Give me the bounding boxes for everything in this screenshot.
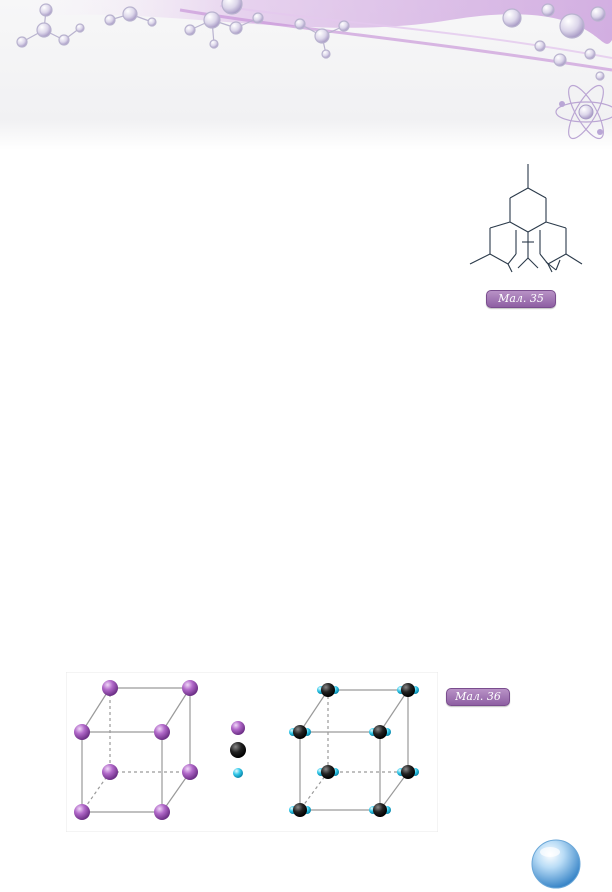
left-cube-edges <box>81 687 191 813</box>
page-header-decoration <box>0 0 612 150</box>
left-cube-atoms <box>74 680 198 820</box>
page-number-orb <box>531 839 581 889</box>
molecule-decoration-graphic <box>0 0 612 140</box>
right-cube-edges <box>299 689 409 811</box>
figure-35-carbon-lattice-diagram <box>469 164 583 273</box>
right-cube-molecules <box>289 683 419 817</box>
figure-36-crystal-lattice-diagram <box>66 672 438 832</box>
figure-36-caption-badge: Мал. 36 <box>446 688 510 706</box>
figure-35-caption-badge: Мал. 35 <box>486 290 556 308</box>
atom-legend <box>230 721 246 778</box>
